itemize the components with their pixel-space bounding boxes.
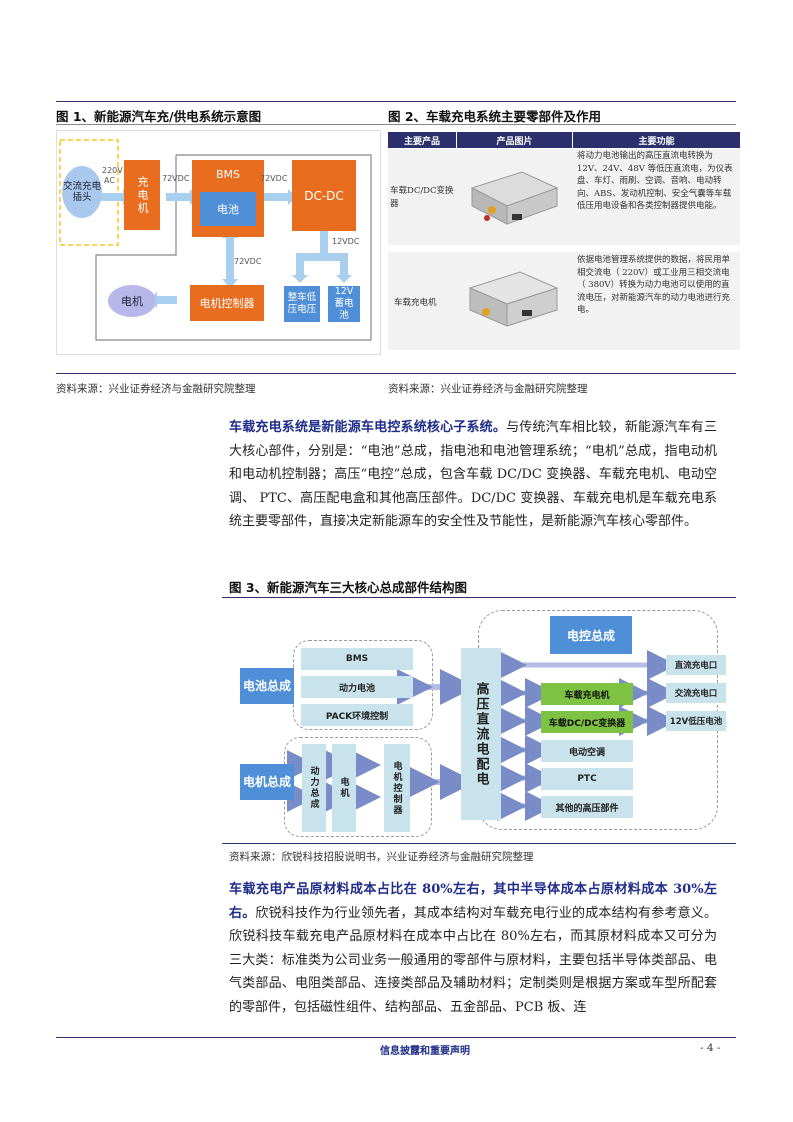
motor-controller-item: 电机控制器 [384, 744, 410, 832]
voltage-220v-label: 220V [102, 166, 123, 175]
top-rule [56, 101, 736, 102]
motor-item: 电机 [332, 744, 356, 832]
table-header-function: 主要功能 [573, 132, 740, 148]
title-rule [56, 124, 736, 125]
table-header-product: 主要产品 [388, 132, 456, 148]
row-2-product: 车载充电机 [394, 298, 437, 308]
paragraph-2: 车载充电产品原材料成本占比在 80%左右，其中半导体成本占原材料成本 30%左右… [229, 878, 717, 1019]
control-assembly-label: 电控总成 [550, 616, 632, 654]
figure-rule [56, 373, 736, 374]
voltage-12v-label: 12VDC [332, 237, 360, 246]
power-battery-item: 动力电池 [301, 676, 413, 698]
dcdc-node: DC-DC [292, 160, 356, 231]
paragraph-1-lead: 车载充电系统是新能源车电控系统核心子系统。 [229, 420, 507, 435]
row-2-function: 依据电池管理系统提供的数据，将民用单相交流电（ 220V）或工业用三相交流电（ … [577, 255, 731, 315]
table-row [388, 252, 740, 350]
hv-distribution-item: 高压直流电配电 [461, 648, 501, 820]
row-1-product: 车载DC/DC变换器 [390, 186, 454, 209]
figure-3-bottom-rule [222, 843, 736, 844]
paragraph-2-lead: 车载充电产品原材料成本占比在 80%左右，其中半导体成本占原材料成本 30%左右… [229, 882, 717, 921]
voltage-72v-label-2: 72VDC [260, 174, 288, 183]
ac-label: AC [104, 176, 115, 185]
pack-item: PACK环境控制 [301, 704, 413, 726]
ac-plug-node: 交流充电插头 [62, 166, 102, 218]
dcdc-converter-item: 车载DC/DC变换器 [541, 711, 633, 733]
motor-node: 电机 [108, 285, 156, 317]
page-number: - 4 - [700, 1042, 721, 1054]
figure-3-source: 资料来源：欣锐科技招股说明书，兴业证券经济与金融研究院整理 [229, 851, 534, 863]
bms-item: BMS [301, 648, 413, 670]
figure-3-rule [222, 597, 736, 598]
motor-assembly-label: 电机总成 [240, 764, 294, 800]
charger-node: 充电机 [124, 160, 160, 230]
electric-ac-item: 电动空调 [541, 740, 633, 762]
figure-3-title: 图 3、新能源汽车三大核心总成部件结构图 [229, 580, 468, 595]
lv-voltage-node: 整车低压电压 [284, 286, 320, 322]
paragraph-1: 车载充电系统是新能源车电控系统核心子系统。与传统汽车相比较，新能源汽车有三大核心… [229, 416, 717, 534]
voltage-72v-label-3: 72VDC [234, 257, 262, 266]
onboard-charger-item: 车载充电机 [541, 683, 633, 705]
motor-controller-node: 电机控制器 [190, 285, 264, 321]
ac-port-item: 交流充电口 [666, 683, 726, 703]
onboard-charger-image [468, 271, 559, 327]
ptc-item: PTC [541, 768, 633, 790]
paragraph-1-body: 与传统汽车相比较，新能源汽车有三大核心部件，分别是：“电池”总成，指电池和电池管… [229, 420, 717, 529]
battery-assembly-label: 电池总成 [240, 668, 294, 704]
battery-12v-node: 12V蓄电池 [328, 286, 360, 322]
other-hv-item: 其他的高压部件 [541, 796, 633, 818]
lv-battery-item: 12V低压电池 [666, 711, 726, 731]
row-1-function: 将动力电池输出的高压直流电转换为 12V、24V、48V 等低压直流电，为仪表盘… [577, 151, 733, 211]
voltage-72v-label-1: 72VDC [162, 174, 190, 183]
powertrain-item: 动力总成 [302, 744, 326, 832]
dcdc-converter-image [470, 171, 559, 225]
footer-rule [56, 1037, 736, 1038]
battery-node: 电池 [200, 192, 256, 226]
paragraph-2-body: 欣锐科技作为行业领先者，其成本结构对车载充电行业的成本结构有参考意义。欣锐科技车… [229, 905, 717, 1015]
table-header-image: 产品图片 [457, 132, 572, 148]
dc-port-item: 直流充电口 [666, 655, 726, 675]
figure-1-source: 资料来源：兴业证券经济与金融研究院整理 [56, 383, 256, 395]
figure-2-source: 资料来源：兴业证券经济与金融研究院整理 [388, 383, 588, 395]
figure-2-title: 图 2、车载充电系统主要零部件及作用 [388, 109, 602, 124]
table-row [388, 149, 740, 245]
footer-disclosure-link[interactable]: 信息披露和重要声明 [380, 1046, 470, 1057]
figure-1-title: 图 1、新能源汽车充/供电系统示意图 [56, 109, 262, 124]
